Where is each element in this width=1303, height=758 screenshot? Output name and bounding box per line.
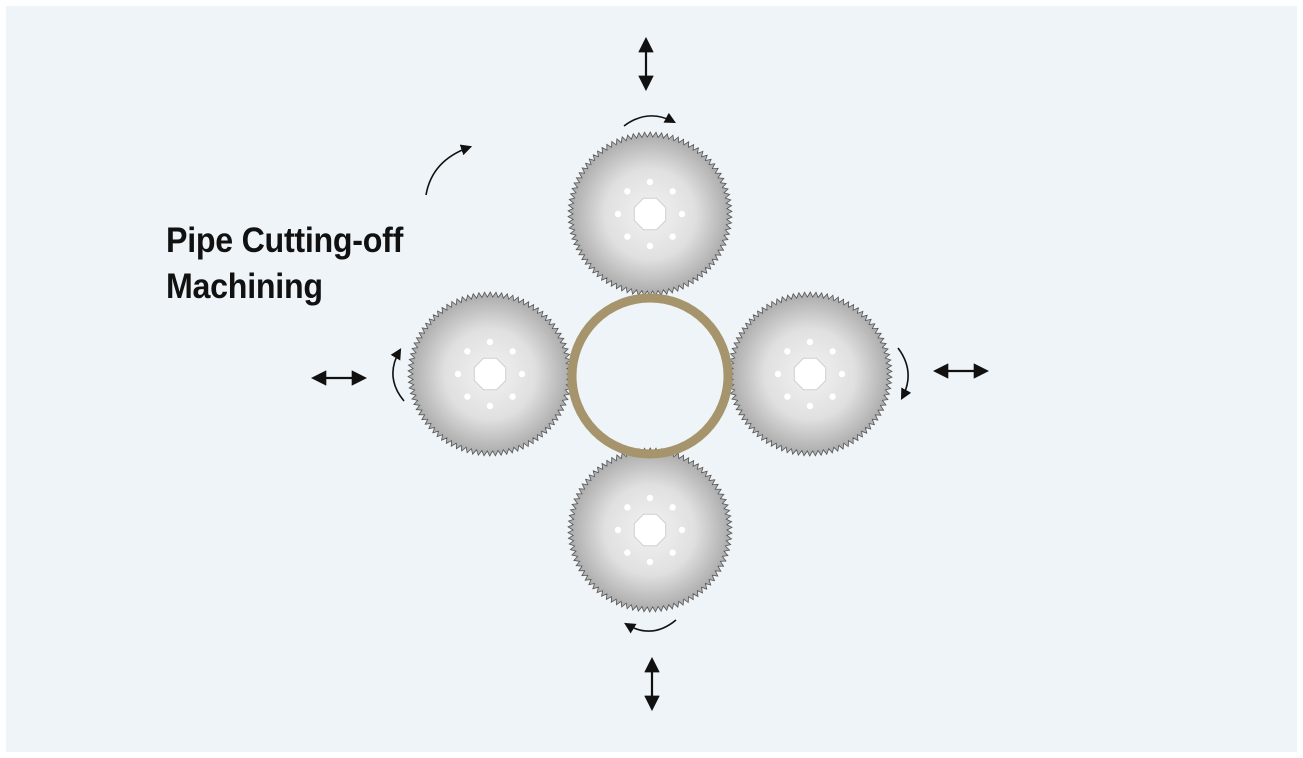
saw-blade-right-icon [727, 291, 893, 457]
pin-hole [784, 348, 791, 355]
arbor-hole [633, 197, 667, 231]
pin-hole [614, 526, 622, 534]
rotation-arrow-right-icon [897, 347, 912, 400]
arbor-hole [473, 357, 507, 391]
title-line-1: Pipe Cutting-off [166, 221, 404, 260]
rotation-arrow-left-icon [390, 348, 405, 402]
pin-hole [669, 188, 676, 195]
pin-hole [669, 549, 676, 556]
pin-hole [646, 178, 654, 186]
saw-blade-top-icon [567, 131, 733, 297]
pipe-cross-section-icon [567, 293, 733, 459]
pin-hole [806, 402, 814, 410]
pin-hole [518, 370, 526, 378]
pin-hole [464, 393, 471, 400]
saw-blade-bottom-icon [567, 447, 733, 613]
rotation-arrow-bottom-icon [624, 619, 677, 634]
pin-hole [646, 494, 654, 502]
pin-hole [806, 338, 814, 346]
rotation-arrow-top-icon [623, 112, 676, 127]
pin-hole [678, 210, 686, 218]
pin-hole [486, 338, 494, 346]
diagram-title: Pipe Cutting-off Machining [166, 218, 403, 310]
pin-hole [646, 242, 654, 250]
arbor-hole [793, 357, 827, 391]
pin-hole [624, 504, 631, 511]
rotation-arrow-overall-icon [425, 144, 473, 196]
pin-hole [669, 233, 676, 240]
pin-hole [669, 504, 676, 511]
pin-hole [829, 348, 836, 355]
pin-hole [784, 393, 791, 400]
pin-hole [838, 370, 846, 378]
title-line-2: Machining [166, 267, 323, 306]
pin-hole [624, 233, 631, 240]
saw-blade-left-icon [407, 291, 573, 457]
pin-hole [464, 348, 471, 355]
pin-hole [624, 188, 631, 195]
pin-hole [624, 549, 631, 556]
pin-hole [454, 370, 462, 378]
diagram-panel [6, 6, 1297, 752]
pin-hole [509, 348, 516, 355]
pin-hole [509, 393, 516, 400]
pin-hole [614, 210, 622, 218]
pin-hole [486, 402, 494, 410]
pin-hole [829, 393, 836, 400]
pin-hole [646, 558, 654, 566]
arbor-hole [633, 513, 667, 547]
pin-hole [678, 526, 686, 534]
pin-hole [774, 370, 782, 378]
